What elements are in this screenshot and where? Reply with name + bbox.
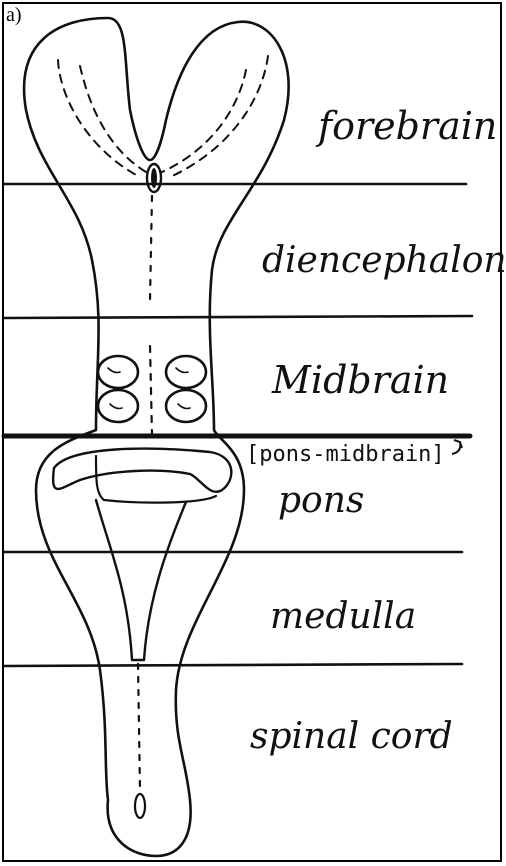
label-medulla: medulla (270, 596, 416, 637)
fourth-ventricle (96, 500, 186, 660)
label-pons: pons (278, 480, 364, 521)
label-diencephalon: diencephalon (262, 240, 506, 281)
central-canal-dashes-midbrain (150, 346, 152, 434)
central-canal-dashes-upper (150, 196, 152, 300)
colliculus-bottom-left (98, 390, 138, 422)
panel-label: a) (6, 4, 22, 27)
label-pons-midbrain: [pons-midbrain] (246, 442, 445, 467)
pons-midbrain-arrow (452, 440, 462, 454)
divider-medulla-spinal (4, 664, 462, 666)
label-midbrain: Midbrain (272, 358, 449, 402)
central-canal-dashes-lower (138, 664, 140, 790)
spinal-canal (135, 794, 145, 818)
divider-diencephalon-midbrain (4, 316, 472, 318)
label-forebrain: forebrain (318, 104, 497, 148)
colliculus-bottom-right (166, 390, 206, 422)
pons-band (53, 449, 231, 492)
label-spinal-cord: spinal cord (250, 716, 453, 757)
forebrain-ventricle-left-inner (80, 66, 146, 172)
